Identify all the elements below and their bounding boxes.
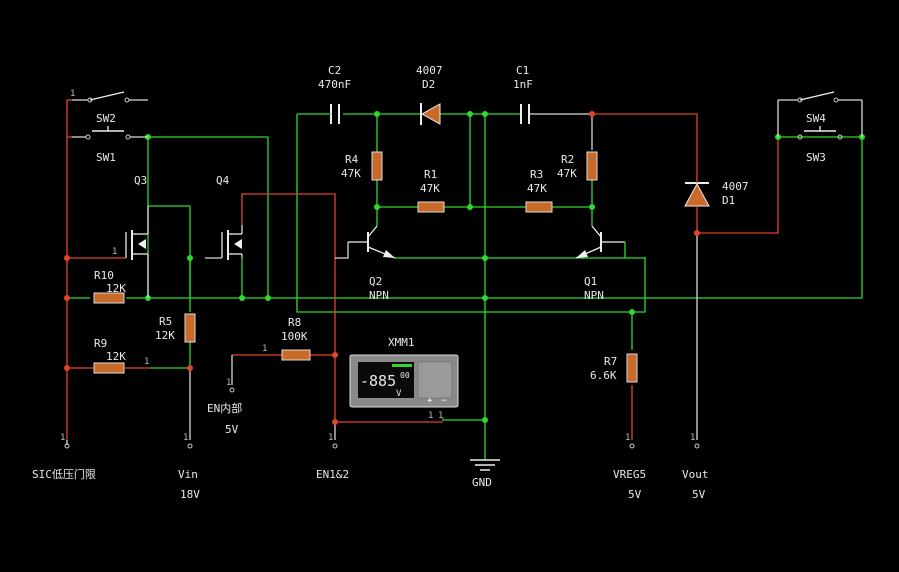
resistor-r5[interactable]: R5 12K: [155, 313, 196, 343]
vreg5-value: 5V: [628, 488, 642, 501]
en-internal-value: 5V: [225, 423, 239, 436]
pin-label: 1: [226, 378, 231, 388]
c2-value: 470nF: [318, 78, 351, 91]
pin-label: 1: [328, 433, 333, 443]
d2-part: 4007: [416, 64, 443, 77]
d1-part: 4007: [722, 180, 749, 193]
d1-ref: D1: [722, 194, 735, 207]
pin-label: 1: [262, 344, 267, 354]
resistor-r7[interactable]: R7 6.6K: [590, 353, 638, 383]
resistor-r4[interactable]: R4 47K: [341, 151, 383, 181]
q1-type: NPN: [584, 289, 604, 302]
transistor-q1[interactable]: Q1 NPN: [575, 225, 626, 302]
pin-label: 1: [183, 433, 188, 443]
resistor-r3[interactable]: R3 47K: [525, 168, 553, 213]
switch-sw3[interactable]: SW3: [797, 126, 843, 164]
r5-ref: R5: [159, 315, 172, 328]
ground-symbol: GND: [470, 459, 500, 489]
switch-sw4[interactable]: SW4: [777, 91, 863, 137]
en-internal-label: EN内部: [207, 401, 242, 415]
terminal-sic[interactable]: SIC低压门限: [32, 443, 96, 481]
r9-value: 12K: [106, 350, 126, 363]
meter-minus-terminal[interactable]: −: [441, 396, 447, 406]
vreg5-label: VREG5: [613, 468, 646, 481]
meter-plus-terminal[interactable]: +: [427, 396, 433, 406]
xmm1-ref: XMM1: [388, 336, 415, 349]
r7-ref: R7: [604, 355, 617, 368]
r8-value: 100K: [281, 330, 308, 343]
d2-ref: D2: [422, 78, 435, 91]
en12-label: EN1&2: [316, 468, 349, 481]
resistor-r8[interactable]: R8 100K: [281, 316, 311, 361]
red-wires: [66, 99, 779, 440]
c1-value: 1nF: [513, 78, 533, 91]
resistor-r10[interactable]: R10 12K: [93, 269, 126, 304]
meter-reading-fraction: 00: [400, 371, 410, 380]
multimeter-xmm1[interactable]: -885 00 V + − XMM1 1 1: [349, 336, 459, 421]
meter-pin-b: 1: [438, 411, 443, 421]
r9-ref: R9: [94, 337, 107, 350]
q4-ref: Q4: [216, 174, 230, 187]
capacitor-c2[interactable]: C2 470nF: [297, 64, 351, 124]
mosfet-q3[interactable]: Q3: [110, 174, 149, 298]
q3-ref: Q3: [134, 174, 147, 187]
r3-value: 47K: [527, 182, 547, 195]
pin-numbers: 1 1 1 1 1 1 1 1 1 1: [60, 89, 695, 443]
r4-value: 47K: [341, 167, 361, 180]
terminal-vout[interactable]: Vout 5V: [682, 443, 709, 501]
meter-unit: V: [396, 389, 402, 399]
sw4-ref: SW4: [806, 112, 826, 125]
r5-value: 12K: [155, 329, 175, 342]
diode-d1[interactable]: 4007 D1: [684, 155, 749, 210]
pin-label: 1: [70, 89, 75, 99]
terminal-vreg5[interactable]: VREG5 5V: [613, 443, 646, 501]
pin-label: 1: [690, 433, 695, 443]
capacitor-c1[interactable]: C1 1nF: [513, 64, 560, 124]
c2-ref: C2: [328, 64, 341, 77]
switch-sw2[interactable]: SW2: [72, 91, 148, 125]
pin-label: 1: [625, 433, 630, 443]
r8-ref: R8: [288, 316, 301, 329]
switch-sw1[interactable]: SW1: [72, 126, 148, 164]
sw2-ref: SW2: [96, 112, 116, 125]
meter-pin-a: 1: [428, 411, 433, 421]
green-wires: [67, 113, 863, 460]
r10-ref: R10: [94, 269, 114, 282]
r7-value: 6.6K: [590, 369, 617, 382]
terminal-en12[interactable]: EN1&2: [316, 443, 349, 481]
resistor-r9[interactable]: R9 12K: [93, 337, 150, 374]
diode-d2[interactable]: 4007 D2: [416, 64, 443, 125]
c1-ref: C1: [516, 64, 529, 77]
q2-type: NPN: [369, 289, 389, 302]
r1-ref: R1: [424, 168, 437, 181]
pin-label: 1: [112, 247, 117, 257]
r2-ref: R2: [561, 153, 574, 166]
terminal-vin[interactable]: Vin 18V: [178, 443, 200, 501]
r3-ref: R3: [530, 168, 543, 181]
sw3-ref: SW3: [806, 151, 826, 164]
q1-ref: Q1: [584, 275, 597, 288]
r1-value: 47K: [420, 182, 440, 195]
junction-nodes: [64, 111, 865, 425]
sw1-ref: SW1: [96, 151, 116, 164]
transistor-q2[interactable]: Q2 NPN: [335, 225, 396, 302]
gnd-label: GND: [472, 476, 492, 489]
pin-label: 1: [144, 357, 149, 367]
r4-ref: R4: [345, 153, 359, 166]
r10-value: 12K: [106, 282, 126, 295]
vin-label: Vin: [178, 468, 198, 481]
pin-label: 1: [60, 433, 65, 443]
mosfet-q4[interactable]: Q4: [205, 174, 243, 260]
vout-label: Vout: [682, 468, 709, 481]
vin-value: 18V: [180, 488, 200, 501]
q2-ref: Q2: [369, 275, 382, 288]
r2-value: 47K: [557, 167, 577, 180]
terminal-en-internal[interactable]: EN内部 5V: [207, 387, 242, 436]
sic-label: SIC低压门限: [32, 467, 96, 481]
vout-value: 5V: [692, 488, 706, 501]
meter-reading: -885: [360, 372, 396, 390]
resistor-r1[interactable]: R1 47K: [417, 168, 445, 213]
resistor-r2[interactable]: R2 47K: [557, 151, 598, 181]
